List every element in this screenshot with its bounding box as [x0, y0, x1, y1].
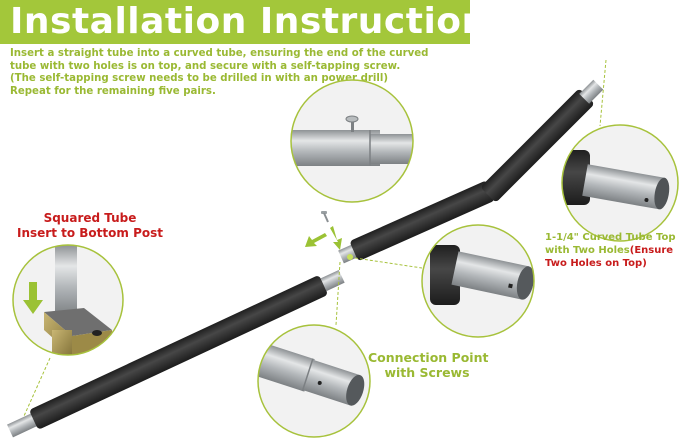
title-banner: Installation Instruction [0, 0, 487, 44]
callout-screw-connection [290, 79, 414, 203]
arrow-down-icon [23, 282, 43, 314]
squared-tube-label: Squared Tube Insert to Bottom Post [17, 211, 163, 240]
curved-tube [338, 79, 604, 264]
curved-tube-top-label: 1-1/4" Curved Tube Top with Two Holes(En… [545, 232, 676, 269]
instruction-line: Insert a straight tube into a curved tub… [10, 48, 429, 59]
callout-curved-tube-top [561, 59, 679, 242]
instruction-line: (The self-tapping screw needs to be dril… [10, 73, 389, 84]
arrow-left-icon [305, 233, 327, 247]
straight-tube [7, 269, 345, 438]
callout-connection-point-upper [354, 224, 535, 338]
page-title: Installation Instruction [10, 1, 488, 42]
instruction-line: Repeat for the remaining five pairs. [10, 85, 216, 97]
callout-squared-tube [12, 244, 124, 417]
instruction-text: Insert a straight tube into a curved tub… [10, 48, 440, 98]
instruction-line: tube with two holes is on top, and secur… [10, 60, 401, 72]
arrow-down-icon [330, 226, 342, 250]
connection-point-label: Connection Point with Screws [368, 350, 489, 380]
screw-icon [321, 211, 329, 223]
callout-connection-point-lower [257, 261, 371, 438]
